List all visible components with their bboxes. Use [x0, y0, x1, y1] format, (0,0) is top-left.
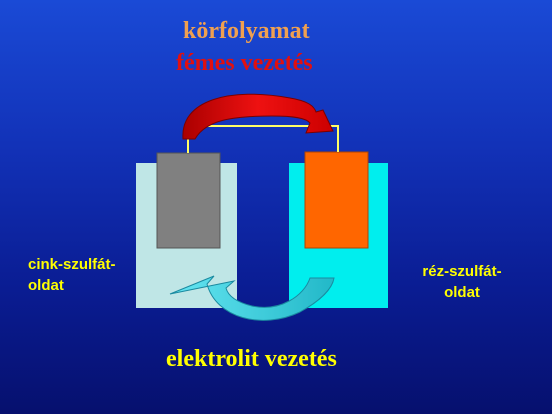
bottom-curved-arrow	[169, 275, 335, 321]
right-solution-label: réz-szulfát- oldat	[414, 261, 510, 303]
bottom-label: elektrolit vezetés	[166, 346, 337, 372]
zinc-electrode	[156, 152, 221, 249]
title-line-1: körfolyamat	[183, 18, 310, 44]
left-solution-line-1: cink-szulfát-	[28, 256, 116, 273]
copper-electrode	[304, 151, 369, 249]
left-solution-label: cink-szulfát- oldat	[28, 254, 116, 296]
right-solution-line-2: oldat	[444, 284, 480, 301]
title-line-2: fémes vezetés	[176, 50, 313, 76]
top-curved-arrow	[182, 93, 334, 140]
left-solution-line-2: oldat	[28, 277, 64, 294]
right-solution-line-1: réz-szulfát-	[422, 263, 502, 280]
